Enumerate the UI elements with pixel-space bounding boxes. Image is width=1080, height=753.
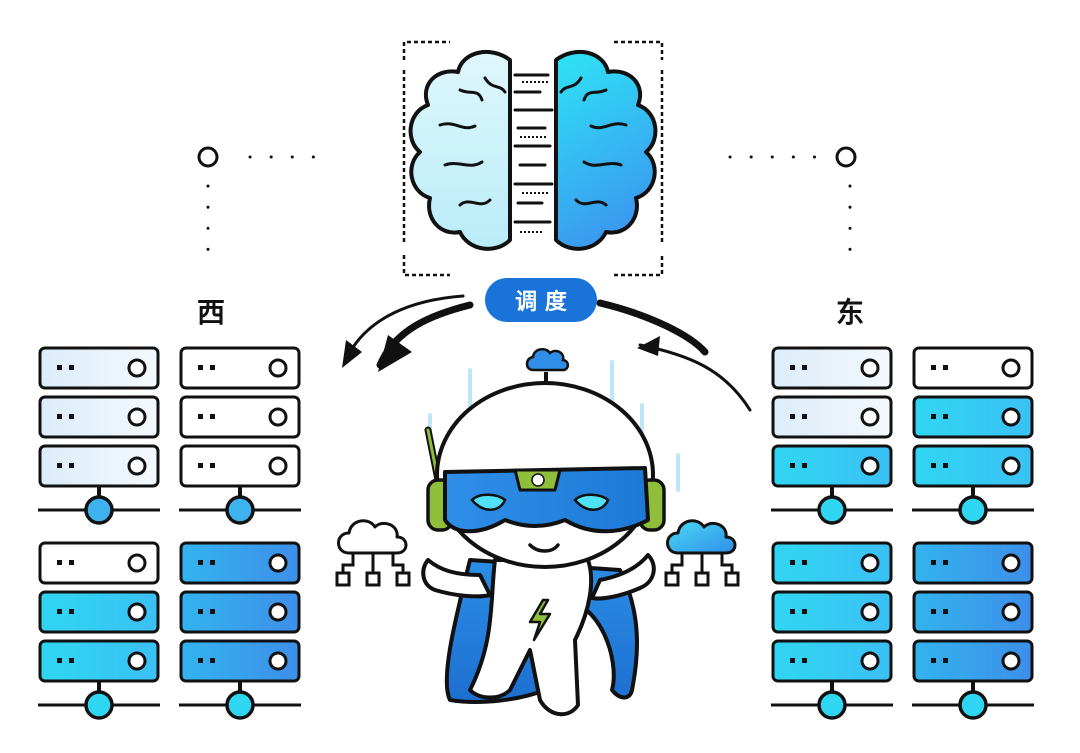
server-rack-icon: [912, 541, 1034, 720]
network-node-icon: [84, 690, 114, 720]
east-label: 东: [836, 296, 864, 329]
server-rack-icon: [179, 541, 301, 720]
network-node-icon: [84, 495, 114, 525]
brain-icon: [402, 40, 664, 277]
server-unit: [38, 395, 160, 439]
server-unit: [771, 590, 893, 634]
server-unit: [912, 444, 1034, 488]
server-unit: [38, 639, 160, 683]
server-unit: [912, 639, 1034, 683]
server-unit: [912, 590, 1034, 634]
server-rack-icon: [771, 541, 893, 720]
server-rack-icon: [179, 346, 301, 525]
server-unit: [38, 541, 160, 585]
server-unit: [179, 346, 301, 390]
server-unit: [38, 346, 160, 390]
robot-mascot: [421, 348, 666, 717]
server-unit: [179, 541, 301, 585]
server-unit: [771, 444, 893, 488]
server-unit: [771, 395, 893, 439]
server-unit: [912, 395, 1034, 439]
server-rack-icon: [38, 346, 160, 525]
west-label: 西: [197, 296, 225, 329]
server-racks: [38, 346, 1034, 720]
server-unit: [771, 541, 893, 585]
server-unit: [38, 444, 160, 488]
network-node-icon: [817, 690, 847, 720]
server-rack-icon: [38, 541, 160, 720]
server-rack-icon: [771, 346, 893, 525]
dispatch-badge: 调 度: [485, 278, 597, 322]
network-node-icon: [817, 495, 847, 525]
server-unit: [771, 346, 893, 390]
arrow-heads: [342, 335, 660, 372]
network-node-icon: [225, 495, 255, 525]
server-rack-icon: [912, 346, 1034, 525]
server-unit: [912, 346, 1034, 390]
server-unit: [179, 395, 301, 439]
server-unit: [179, 639, 301, 683]
server-unit: [179, 444, 301, 488]
network-node-icon: [958, 690, 988, 720]
dotted-connector-west: [197, 146, 332, 272]
server-unit: [771, 639, 893, 683]
server-unit: [179, 590, 301, 634]
dispatch-label: 调 度: [515, 289, 568, 315]
server-unit: [912, 541, 1034, 585]
network-node-icon: [958, 495, 988, 525]
dotted-connector-east: [728, 146, 857, 272]
network-node-icon: [225, 690, 255, 720]
server-unit: [38, 590, 160, 634]
cloud-network-icon: [664, 519, 740, 587]
cloud-network-icon: [335, 519, 411, 587]
